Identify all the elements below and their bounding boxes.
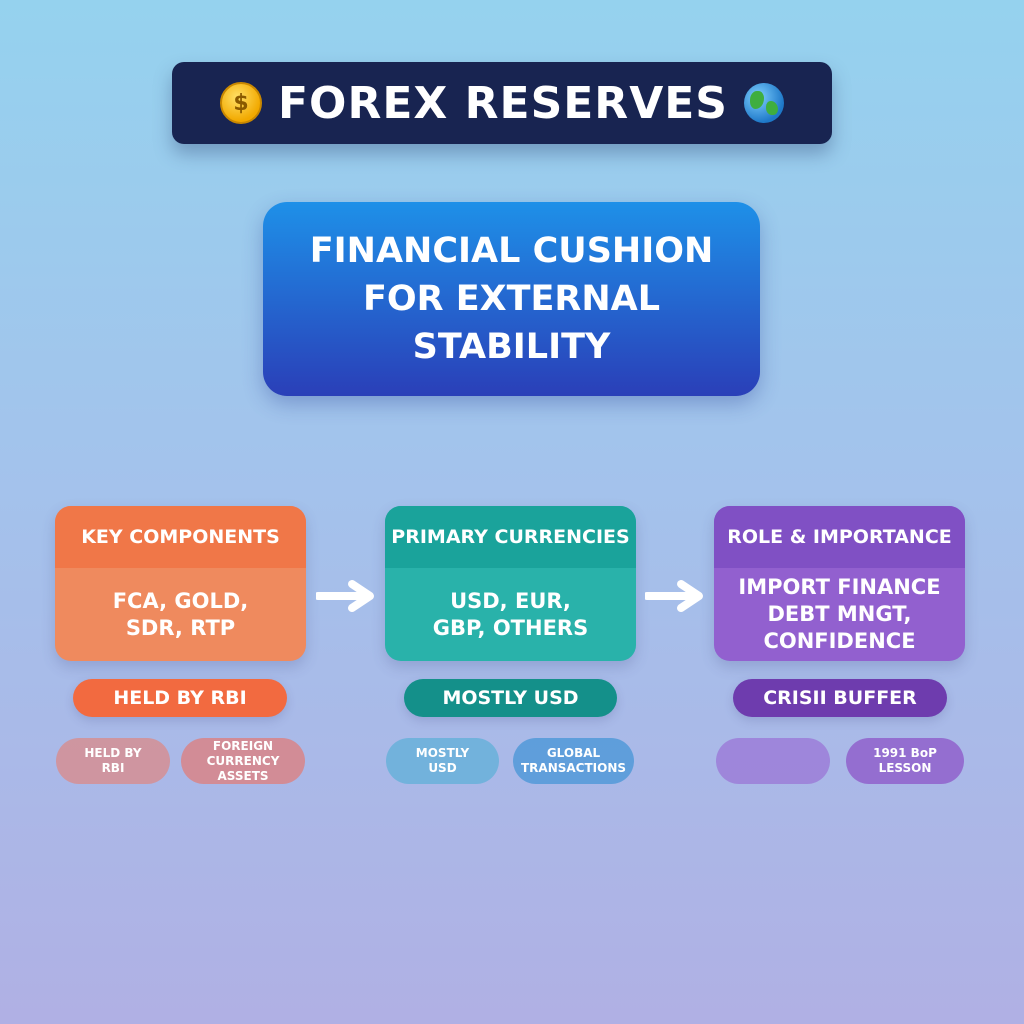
card-body: USD, EUR, GBP, OTHERS (385, 568, 636, 661)
coin-icon (219, 82, 262, 124)
chip-text: GLOBAL TRANSACTIONS (520, 746, 627, 775)
pill-held-by-rbi: HELD BY RBI (73, 679, 287, 717)
card-body-text: FCA, GOLD, SDR, RTP (112, 588, 249, 640)
chip-empty (716, 738, 830, 784)
card-header: PRIMARY CURRENCIES (385, 506, 636, 568)
arrow-right-icon (645, 580, 703, 612)
title-banner: FOREX RESERVES (172, 62, 832, 144)
chip-text: MOSTLY USD (415, 746, 470, 775)
card-body: FCA, GOLD, SDR, RTP (55, 568, 306, 661)
main-concept-box: FINANCIAL CUSHION FOR EXTERNAL STABILITY (263, 202, 760, 396)
chip-text: FOREIGN CURRENCY ASSETS (206, 738, 280, 783)
chip-global-transactions: GLOBAL TRANSACTIONS (513, 738, 634, 784)
main-concept-text: FINANCIAL CUSHION FOR EXTERNAL STABILITY (309, 231, 714, 367)
chip-text: 1991 BoP LESSON (873, 746, 937, 775)
chip-text: HELD BY RBI (84, 746, 142, 775)
card-primary-currencies: PRIMARY CURRENCIES USD, EUR, GBP, OTHERS (385, 506, 636, 661)
page-title: FOREX RESERVES (277, 77, 728, 129)
chip-held-by-rbi: HELD BY RBI (56, 738, 170, 784)
globe-icon (744, 83, 784, 123)
card-header: ROLE & IMPORTANCE (714, 506, 965, 568)
pill-crisis-buffer: CRISII BUFFER (733, 679, 947, 717)
card-header: KEY COMPONENTS (55, 506, 306, 568)
chip-1991-bop-lesson: 1991 BoP LESSON (846, 738, 964, 784)
card-body: IMPORT FINANCE DEBT MNGT, CONFIDENCE (714, 568, 965, 661)
card-role-importance: ROLE & IMPORTANCE IMPORT FINANCE DEBT MN… (714, 506, 965, 661)
pill-mostly-usd: MOSTLY USD (404, 679, 617, 717)
arrow-right-icon (316, 580, 374, 612)
chip-foreign-currency-assets: FOREIGN CURRENCY ASSETS (181, 738, 305, 784)
card-key-components: KEY COMPONENTS FCA, GOLD, SDR, RTP (55, 506, 306, 661)
chip-mostly-usd: MOSTLY USD (386, 738, 499, 784)
card-body-text: IMPORT FINANCE DEBT MNGT, CONFIDENCE (738, 575, 941, 653)
card-body-text: USD, EUR, GBP, OTHERS (432, 588, 589, 640)
